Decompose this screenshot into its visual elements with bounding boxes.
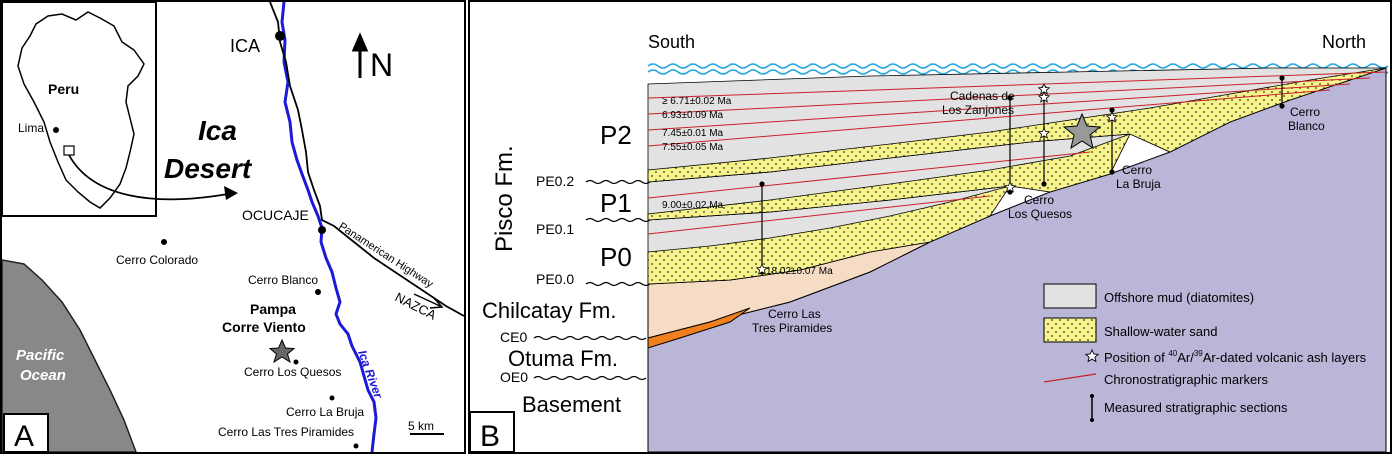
legend-ash-label: Position of 40Ar/39Ar-dated volcanic ash…: [1104, 349, 1367, 365]
peru-outline: [17, 11, 145, 209]
age-label-5: 9.00±0.02 Ma: [662, 200, 724, 211]
pe01-unconformity: [585, 217, 651, 223]
legend-section-top: [1090, 394, 1094, 398]
inset-city-label: Lima: [18, 121, 44, 135]
chilcatay-formation-label: Chilcatay Fm.: [482, 298, 616, 323]
p2-unit-label: P2: [600, 120, 632, 150]
oe0-unconformity: [533, 375, 647, 381]
panel-a-label: A: [14, 420, 34, 452]
ica-town-label: ICA: [230, 36, 260, 56]
legend-shallow-label: Shallow-water sand: [1104, 324, 1217, 339]
pampa-star-icon: [268, 338, 296, 364]
ce0-label: CE0: [500, 329, 527, 345]
pe02-label: PE0.2: [536, 173, 574, 189]
cerro-la-bruja-label: Cerro La Bruja: [286, 405, 364, 419]
peru-inset-frame: [2, 2, 157, 217]
cerro-los-quesos-label: Cerro Los Quesos: [244, 365, 341, 379]
age-label-3: 7.45±0.01 Ma: [662, 128, 724, 139]
los-quesos-label-line2: Los Quesos: [1008, 207, 1072, 221]
ash-layer-stars: [755, 82, 1119, 275]
p2-sand-unit: [647, 67, 1387, 183]
ica-town-dot: [275, 31, 285, 41]
ocean-label-line2: Ocean: [20, 367, 66, 384]
cerro-blanco-label: Cerro Blanco: [248, 273, 318, 287]
inset-country-label: Peru: [48, 81, 79, 97]
panel-b-label-box: [470, 411, 515, 452]
north-label: N: [370, 47, 393, 83]
scale-bar-label: 5 km: [408, 419, 434, 433]
legend-section-bottom: [1090, 418, 1094, 422]
legend-chrono-label: Chronostratigraphic markers: [1104, 372, 1269, 387]
legend-shallow-swatch: [1043, 317, 1097, 343]
region-title-line2: Desert: [164, 153, 253, 184]
tres-piramides-label-line1: Cerro Las: [768, 307, 821, 321]
panel-b-label: B: [480, 420, 500, 452]
legend-chrono-line: [1043, 373, 1097, 383]
map-panel-a: Peru Lima Ica Desert N ICA OCUCAJE Panam…: [0, 0, 466, 454]
north-arrow: [351, 32, 369, 78]
cerro-blanco-label-line2: Blanco: [1288, 119, 1325, 133]
highway-label: Panamerican Highway: [336, 220, 435, 290]
pampa-label-line2: Corre Viento: [222, 319, 306, 335]
pisco-formation-label: Pisco Fm.: [491, 145, 518, 252]
cerro-colorado-dot: [161, 239, 167, 245]
pe00-label: PE0.0: [536, 271, 574, 287]
tres-piramides-label-line2: Tres Piramides: [752, 321, 832, 335]
pampa-corre-viento-star-icon: [1062, 112, 1102, 150]
legend-offshore-swatch: [1043, 283, 1097, 309]
los-quesos-label-line1: Cerro: [1024, 193, 1054, 207]
region-title-line1: Ica: [198, 115, 237, 146]
cerro-blanco-label-line1: Cerro: [1290, 105, 1320, 119]
ocucaje-town-dot: [318, 226, 326, 234]
inset-arrow: [68, 154, 229, 201]
south-label: South: [648, 32, 695, 52]
legend-ash-star-icon: [1084, 348, 1100, 363]
p0-sand-unit: [647, 185, 1011, 285]
lima-dot: [53, 127, 59, 133]
pampa-label-line1: Pampa: [250, 301, 296, 317]
basement-label: Basement: [522, 392, 621, 417]
cerro-tres-piramides-label: Cerro Las Tres Piramides: [218, 425, 354, 439]
age-label-6: 18.02±0.07 Ma: [766, 266, 833, 277]
otuma-formation-label: Otuma Fm.: [508, 346, 618, 371]
age-label-4: 7.55±0.05 Ma: [662, 142, 724, 153]
la-bruja-label-line2: La Bruja: [1116, 177, 1161, 191]
north-label: North: [1322, 32, 1366, 52]
cross-section-panel-b: South North Pisco Fm. Chilcatay Fm. Otum…: [468, 0, 1392, 454]
cerro-blanco-dot: [315, 289, 321, 295]
age-label-1: ≥ 6.71±0.02 Ma: [662, 96, 732, 107]
legend: Offshore mud (diatomites) Shallow-water …: [1043, 283, 1367, 422]
stratigraphic-cross-section: South North Pisco Fm. Chilcatay Fm. Otum…: [470, 32, 1389, 452]
sea-surface-line: [647, 63, 1389, 69]
ce0-unconformity: [533, 335, 647, 341]
cerro-colorado-label: Cerro Colorado: [116, 253, 198, 267]
ica-river: [280, 2, 378, 452]
pe02-unconformity: [585, 179, 651, 185]
river-label: Ica River: [355, 348, 386, 401]
p0-unit-label: P0: [600, 242, 632, 272]
otuma-unit: [647, 307, 751, 349]
cerro-tres-piramides-dot: [353, 443, 359, 449]
age-label-2: 6.93±0.09 Ma: [662, 110, 724, 121]
cerro-la-bruja-dot: [329, 395, 335, 401]
cerro-los-quesos-dot: [293, 359, 299, 365]
coastal-land: [2, 259, 137, 452]
p1-sand-unit: [647, 133, 1131, 221]
ocean-label-line1: Pacific: [16, 347, 65, 364]
study-area-map: Peru Lima Ica Desert N ICA OCUCAJE Panam…: [2, 2, 464, 452]
ocucaje-town-label: OCUCAJE: [242, 207, 309, 223]
la-bruja-label-line1: Cerro: [1122, 163, 1152, 177]
cadenas-label-line1: Cadenas de: [950, 89, 1015, 103]
pe01-label: PE0.1: [536, 221, 574, 237]
cadenas-label-line2: Los Zanjones: [942, 103, 1014, 117]
p1-unit-label: P1: [600, 188, 632, 218]
panamerican-highway: [269, 2, 464, 317]
panel-a-label-box: [3, 413, 49, 452]
highway-direction-arrow: [413, 293, 444, 309]
pe00-unconformity: [585, 281, 651, 287]
inset-arrowhead: [224, 186, 238, 200]
oe0-label: OE0: [500, 369, 528, 385]
legend-sections-label: Measured stratigraphic sections: [1104, 400, 1288, 415]
legend-offshore-label: Offshore mud (diatomites): [1104, 290, 1254, 305]
